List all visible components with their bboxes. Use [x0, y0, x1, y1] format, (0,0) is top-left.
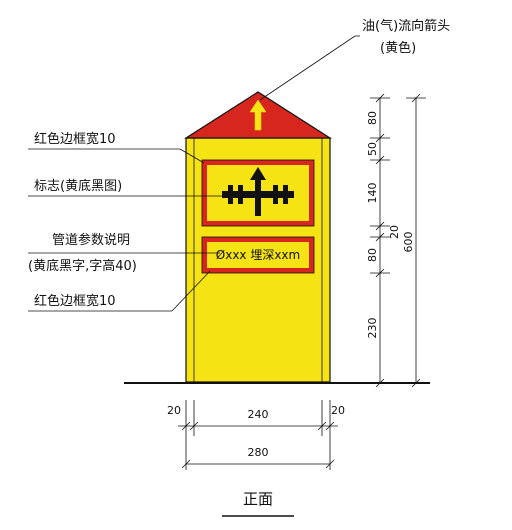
- dim-80-mid: 80: [366, 248, 379, 262]
- dim-140: 140: [366, 183, 379, 204]
- red-border-top-label: 红色边框宽10: [34, 131, 116, 147]
- dim-240: 240: [248, 408, 269, 421]
- pipe-param-label-line2: (黄底黑字,字高40): [28, 258, 137, 274]
- dim-20-left: 20: [167, 404, 181, 417]
- arrow-label-line1: 油(气)流向箭头: [362, 18, 450, 34]
- leader-border-bottom: [171, 270, 211, 312]
- sign-label: 标志(黄底黑图): [34, 178, 122, 194]
- pipe-param-label-line1: 管道参数说明: [52, 232, 130, 248]
- arrow-label-line2: (黄色): [380, 40, 416, 56]
- dim-230: 230: [366, 318, 379, 339]
- dim-600: 600: [402, 232, 415, 253]
- view-title: 正面: [243, 490, 273, 508]
- pipeline-cross-arrow-icon: [222, 167, 294, 216]
- dim-20-right: 20: [331, 404, 345, 417]
- dim-280: 280: [248, 446, 269, 459]
- up-arrow-icon: [249, 99, 267, 131]
- leader-arrow: [259, 35, 356, 101]
- vertical-dimension-total: [406, 93, 426, 388]
- vertical-dimension-chain: [370, 93, 390, 388]
- param-panel-inner: [207, 242, 309, 268]
- dim-20: 20: [388, 225, 401, 239]
- dim-80-top: 80: [366, 111, 379, 125]
- red-border-bottom-label: 红色边框宽10: [34, 293, 116, 309]
- dim-50: 50: [366, 142, 379, 156]
- horizontal-dimension-chain: [178, 400, 338, 470]
- leader-border-top: [179, 148, 205, 164]
- param-panel-text: Øxxx 埋深xxm: [216, 248, 300, 262]
